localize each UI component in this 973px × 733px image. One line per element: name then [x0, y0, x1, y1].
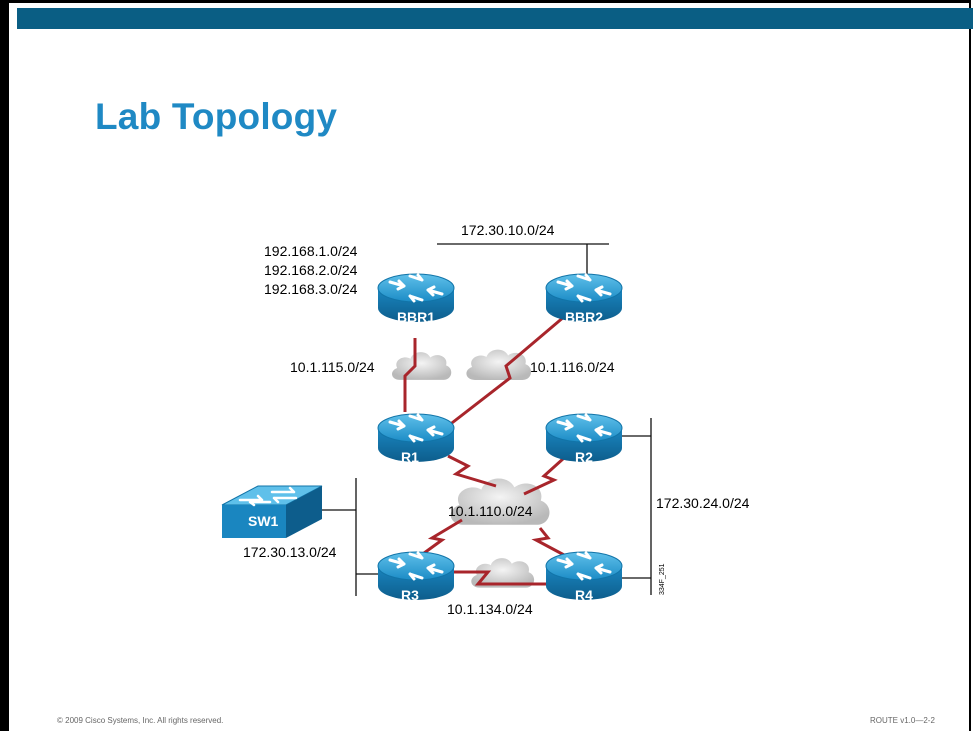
course-footer: ROUTE v1.0—2-2 [870, 716, 935, 725]
router-r3[interactable]: R3 [376, 550, 456, 603]
serial-bbr2-r1 [447, 314, 566, 428]
net-label-10-1-134: 10.1.134.0/24 [447, 601, 533, 617]
net-label-192-168-1: 192.168.1.0/24 [264, 243, 358, 259]
serial-r3-r4 [452, 570, 548, 586]
net-label-172-30-24: 172.30.24.0/24 [656, 495, 750, 511]
switch-label: SW1 [248, 513, 279, 529]
router-bbr1[interactable]: BBR1 [376, 272, 456, 325]
router-label: R1 [401, 449, 419, 465]
serial-bbr1-r1 [403, 338, 417, 412]
switch-sw1[interactable]: SW1 [221, 485, 323, 538]
router-r2[interactable]: R2 [544, 412, 624, 465]
router-label: BBR2 [565, 309, 603, 325]
router-label: R4 [575, 587, 593, 603]
copyright-footer: © 2009 Cisco Systems, Inc. All rights re… [57, 716, 224, 725]
net-label-192-168-2: 192.168.2.0/24 [264, 262, 358, 278]
slide-title: Lab Topology [95, 96, 338, 137]
net-label-10-1-110: 10.1.110.0/24 [448, 503, 533, 519]
net-label-172-30-10: 172.30.10.0/24 [461, 222, 555, 238]
router-label: BBR1 [397, 309, 435, 325]
serial-r4-frame [531, 527, 567, 558]
header-bar [17, 8, 973, 29]
serial-r3-frame [419, 518, 463, 558]
router-label: R2 [575, 449, 593, 465]
cloud-10-1-115 [392, 352, 452, 380]
serial-r1-frame [447, 454, 497, 488]
router-bbr2[interactable]: BBR2 [544, 272, 624, 325]
serial-r2-frame [523, 456, 566, 496]
net-label-192-168-3: 192.168.3.0/24 [264, 281, 358, 297]
router-r1[interactable]: R1 [376, 412, 456, 465]
figure-id: 334F_251 [659, 563, 666, 595]
net-label-10-1-115: 10.1.115.0/24 [290, 359, 375, 375]
router-r4[interactable]: R4 [544, 550, 624, 603]
net-label-172-30-13: 172.30.13.0/24 [243, 544, 337, 560]
router-label: R3 [401, 587, 419, 603]
net-label-10-1-116: 10.1.116.0/24 [530, 359, 615, 375]
